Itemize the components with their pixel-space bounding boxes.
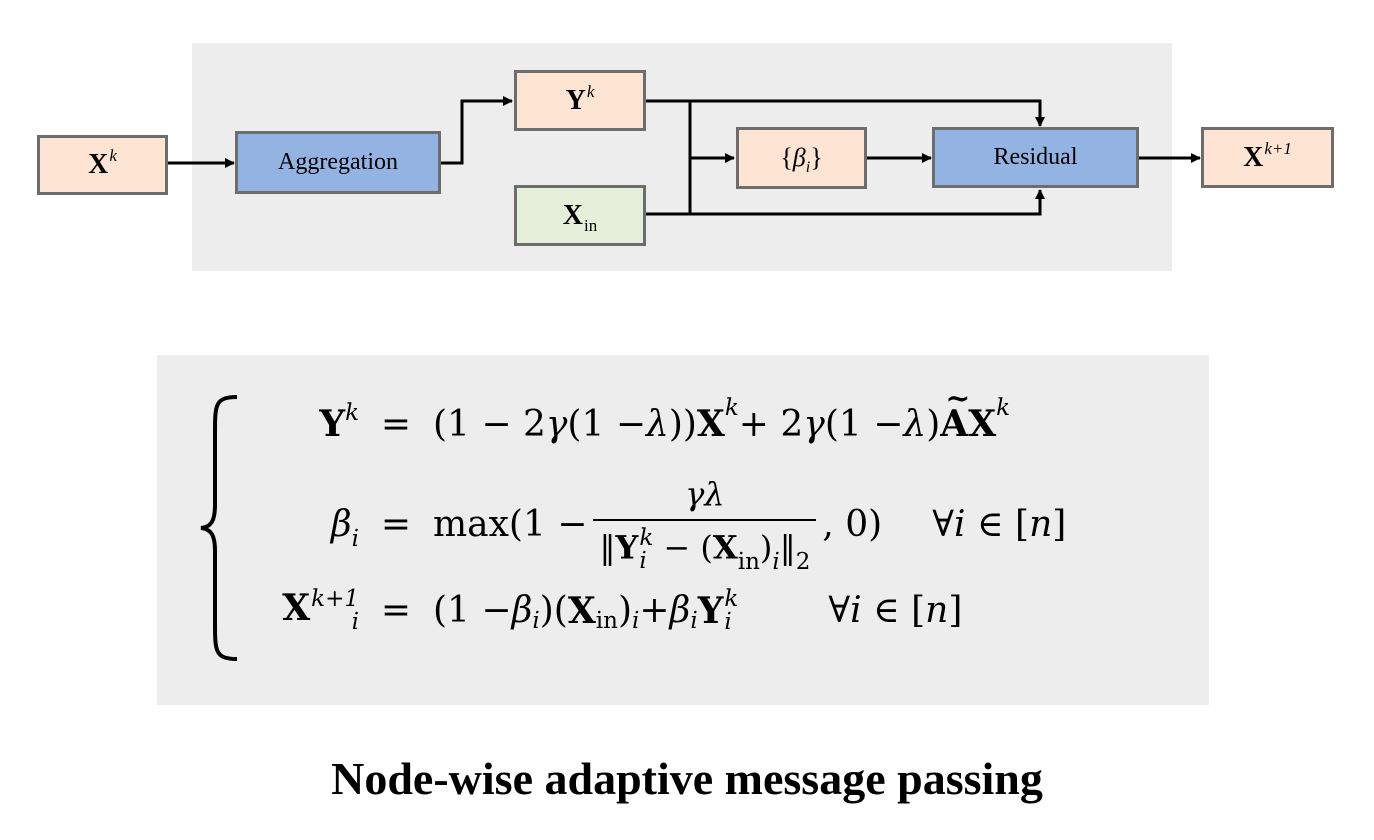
a-tilde: A	[940, 381, 970, 445]
node-xin: Xin	[514, 185, 646, 246]
eq1-rhs: (1 − 2γ(1 − λ))Xk + 2γ(1 − λ)AXk	[433, 381, 1010, 445]
eq1-equals: =	[380, 403, 412, 445]
node-beta: {βi}	[736, 127, 867, 189]
eq2-equals: =	[380, 503, 412, 545]
diagram-connectors	[168, 96, 1201, 216]
node-xk1: Xk+1	[1201, 127, 1334, 188]
xin-label: Xin	[562, 199, 598, 235]
eq1-lhs: Yk	[319, 400, 359, 445]
xk-label: Xk	[88, 146, 117, 180]
node-aggregation: Aggregation	[235, 131, 441, 194]
aggregation-label: Aggregation	[278, 149, 398, 175]
eq2-lhs: βi	[330, 503, 359, 552]
arrow-aggregation-to-yk	[440, 96, 513, 165]
yk-label: Yk	[565, 81, 595, 116]
node-yk: Yk	[514, 70, 646, 131]
node-residual: Residual	[932, 127, 1139, 188]
arrow-xin-to-residual	[645, 189, 1045, 216]
node-xk: Xk	[37, 135, 168, 195]
equation-row-yk: Yk = (1 − 2γ(1 − λ))Xk + 2γ(1 − λ)AXk	[239, 381, 1010, 445]
eq2-forall-clause: ∀i ∈ [n]	[932, 503, 1067, 545]
equation-panel: Yk = (1 − 2γ(1 − λ))Xk + 2γ(1 − λ)AXk βi…	[157, 355, 1209, 705]
figure-caption: Node-wise adaptive message passing	[331, 753, 1043, 804]
eq3-equals: =	[380, 590, 412, 631]
beta-set-label: {βi}	[780, 143, 823, 176]
xk1-label: Xk+1	[1243, 138, 1292, 173]
left-brace	[200, 395, 238, 661]
residual-label: Residual	[993, 144, 1078, 170]
fraction-numerator: γλ	[685, 475, 725, 513]
eq3-forall-clause: ∀i ∈ [n]	[828, 590, 963, 631]
arrow-yk-to-residual	[645, 99, 1045, 127]
